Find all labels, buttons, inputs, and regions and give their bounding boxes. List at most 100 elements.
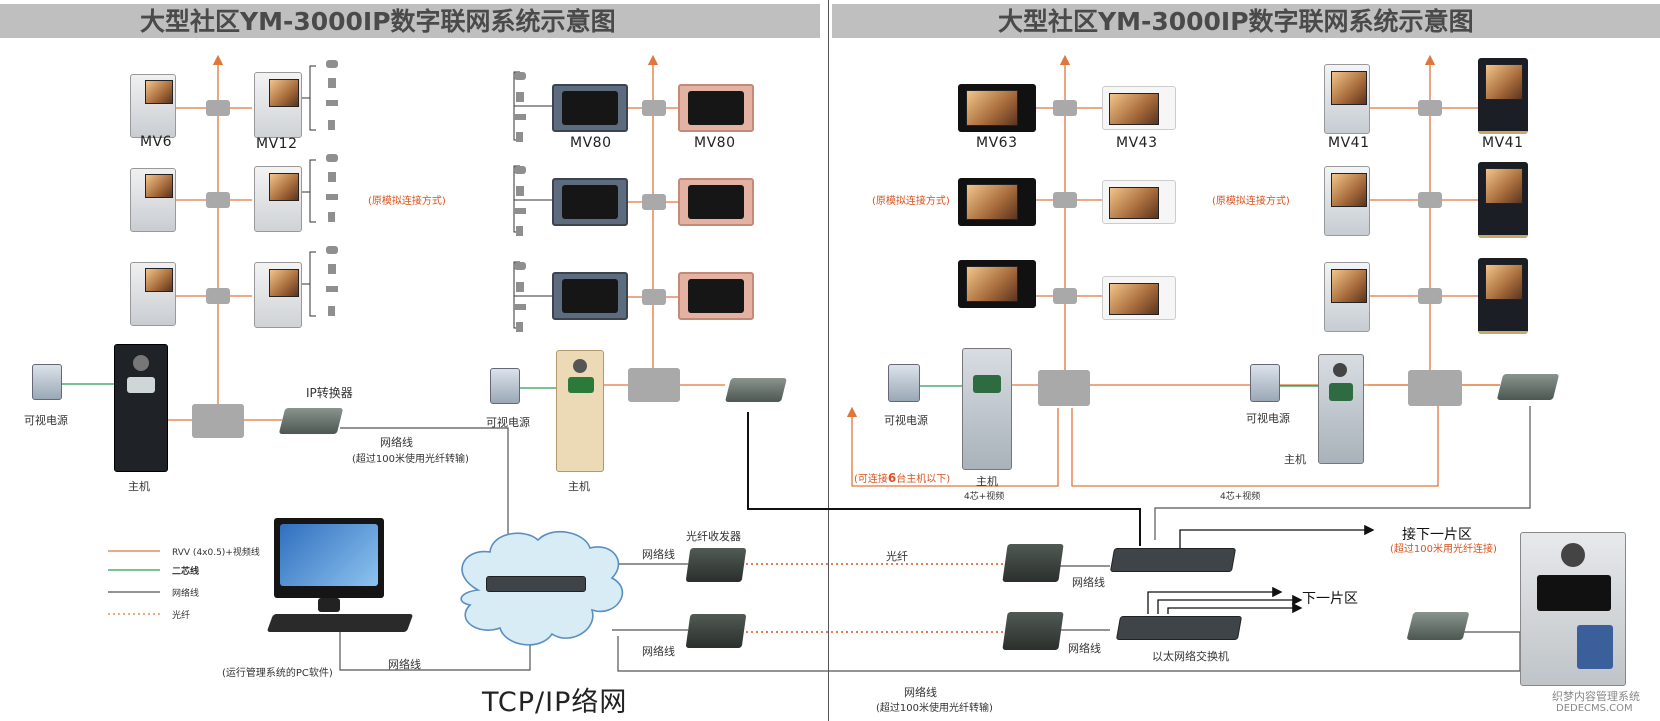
label-pc-caption: (运行管理系统的PC软件)	[222, 668, 333, 679]
label-host-right-2: 主机	[1284, 453, 1306, 466]
watermark-line2: DEDECMS.COM	[1556, 703, 1633, 714]
mv43-monitor	[1102, 86, 1176, 130]
title-banner-left	[0, 4, 820, 38]
label-wire-2: 4芯+视频	[1220, 492, 1261, 502]
legend-two-wire: 二芯线	[172, 567, 200, 577]
mv41-monitor-black	[1478, 58, 1528, 134]
label-mv6: MV6	[140, 134, 173, 150]
mv80-monitor-copper	[678, 272, 754, 320]
distributor-box	[206, 192, 230, 208]
label-host-limit: (可连接6台主机以下)	[854, 471, 951, 485]
label-next-zone-1: 接下一片区	[1402, 527, 1472, 543]
distributor-box	[206, 288, 230, 304]
distributor-box	[1418, 100, 1442, 116]
distributor-box	[1418, 192, 1442, 208]
label-power-right-2: 可视电源	[1246, 412, 1290, 425]
video-power-supply	[32, 364, 62, 400]
distributor-box	[642, 100, 666, 116]
watermark-line1: 织梦内容管理系统	[1552, 690, 1640, 703]
mv80-monitor-copper	[678, 84, 754, 132]
fiber-transceiver	[1002, 544, 1064, 582]
mv12-monitor	[254, 72, 302, 138]
network-controller-box	[1038, 370, 1090, 406]
label-fiber-right: 光纤	[886, 550, 908, 563]
ip-converter	[725, 378, 787, 402]
host-door-station	[962, 348, 1012, 470]
mv80-monitor-copper	[678, 178, 754, 226]
label-mv12: MV12	[256, 136, 298, 152]
host-door-station	[556, 350, 604, 472]
label-host-left-2: 主机	[568, 480, 590, 493]
network-controller-box	[1408, 370, 1462, 406]
fiber-transceiver	[1002, 612, 1064, 650]
distributor-box	[1418, 288, 1442, 304]
mv63-monitor	[958, 178, 1036, 226]
label-power-left-1: 可视电源	[24, 414, 68, 427]
label-power-left-2: 可视电源	[486, 416, 530, 429]
mv80-monitor-blue	[552, 272, 628, 320]
mv41-monitor-silver	[1324, 262, 1370, 332]
mv80-monitor-blue	[552, 84, 628, 132]
title-right: 大型社区YM-3000IP数字联网系统示意图	[998, 7, 1474, 36]
fiber-transceiver	[685, 548, 747, 582]
distributor-box	[1053, 192, 1077, 208]
distributor-box	[1053, 288, 1077, 304]
ip-converter	[278, 408, 344, 434]
mv43-monitor	[1102, 276, 1176, 320]
label-host-left-1: 主机	[128, 480, 150, 493]
label-mv80-b: MV80	[694, 135, 736, 151]
mv43-monitor	[1102, 180, 1176, 224]
mv41-monitor-silver	[1324, 64, 1370, 134]
label-host-right-1: 主机	[976, 475, 998, 488]
label-mv80-a: MV80	[570, 135, 612, 151]
legend-net: 网络线	[172, 589, 200, 599]
label-ethernet-switch: 以太网络交换机	[1152, 650, 1229, 663]
label-net-right-a: 网络线	[1072, 576, 1105, 589]
fiber-transceiver	[685, 614, 747, 648]
ethernet-switch	[1115, 616, 1243, 640]
distributor-box	[642, 194, 666, 210]
legend-rvv: RVV (4x0.5)+视频线	[172, 548, 260, 558]
mv6-monitor	[130, 168, 176, 232]
label-tcp-ip: TCP/IP络网	[482, 687, 628, 718]
distributor-box	[642, 289, 666, 305]
mv12-monitor	[254, 262, 302, 328]
mv12-monitor	[254, 166, 302, 232]
ip-converter	[1406, 612, 1470, 640]
mv63-monitor	[958, 260, 1036, 308]
pc-monitor	[274, 518, 384, 598]
network-switch	[486, 576, 586, 592]
label-net-pc: 网络线	[388, 658, 421, 671]
distributor-box	[1053, 100, 1077, 116]
label-mv41-b: MV41	[1482, 135, 1524, 151]
host-door-station	[1318, 354, 1364, 464]
legend-fiber: 光纤	[172, 611, 191, 621]
mv63-monitor	[958, 84, 1036, 132]
mv41-monitor-black	[1478, 162, 1528, 238]
mv41-monitor-black	[1478, 258, 1528, 334]
host-door-station	[114, 344, 168, 472]
pc-keyboard	[266, 614, 414, 632]
label-net-b: 网络线	[642, 645, 675, 658]
label-analog-left: (原模拟连接方式)	[368, 196, 446, 207]
pc-stand	[318, 598, 340, 612]
label-net-bottom-note: (超过100米使用光纤转输)	[876, 703, 993, 714]
label-net-note: (超过100米使用光纤转输)	[352, 454, 469, 465]
title-banner-right	[832, 4, 1660, 38]
mv41-monitor-silver	[1324, 166, 1370, 236]
label-ip-converter: IP转换器	[306, 386, 353, 400]
label-analog-right-2: (原模拟连接方式)	[1212, 196, 1290, 207]
label-next-zone-2: 下一片区	[1302, 591, 1358, 607]
label-power-right-1: 可视电源	[884, 414, 928, 427]
label-net-right-b: 网络线	[1068, 642, 1101, 655]
label-fiber-transceiver: 光纤收发器	[686, 530, 741, 543]
label-next-zone-1-note: (超过100米用光纤连接)	[1390, 544, 1497, 555]
mv80-monitor-blue	[552, 178, 628, 226]
distributor-box	[206, 100, 230, 116]
video-power-supply	[1250, 364, 1280, 402]
label-mv63: MV63	[976, 135, 1018, 151]
center-divider	[828, 0, 829, 721]
mv6-monitor	[130, 74, 176, 138]
label-mv43: MV43	[1116, 135, 1158, 151]
